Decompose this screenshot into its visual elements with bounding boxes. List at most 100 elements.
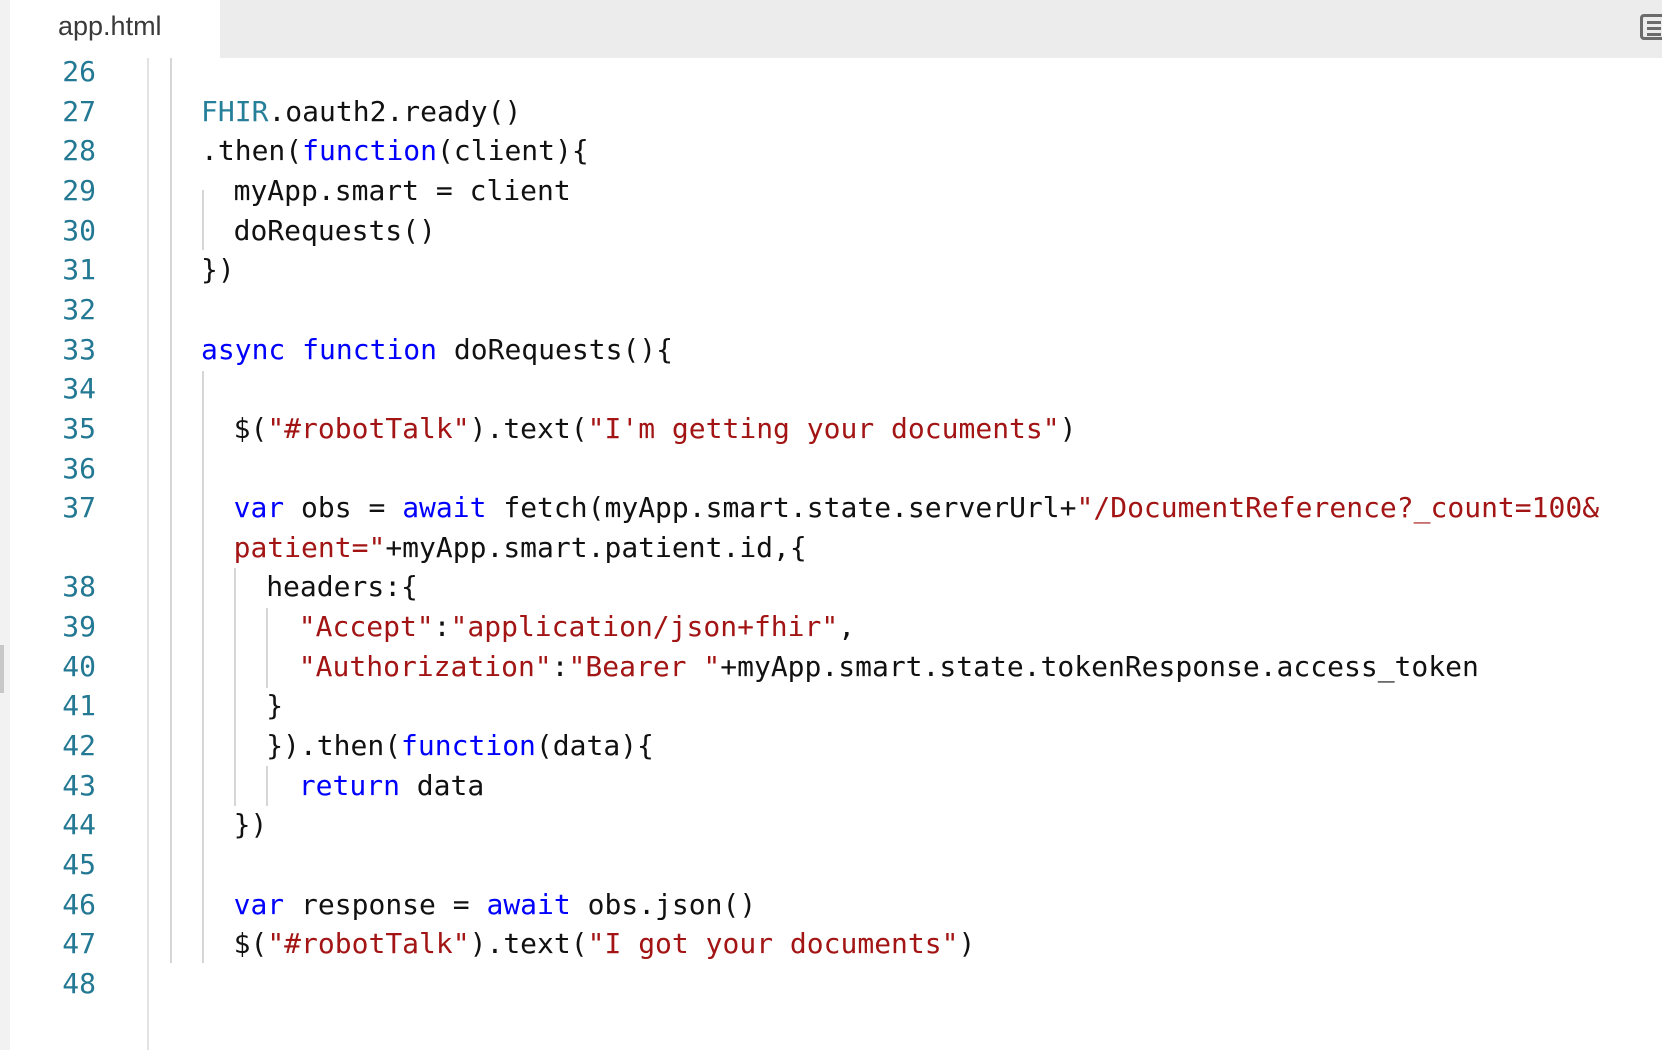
code-text: }) <box>234 804 268 846</box>
code-token: ) <box>958 927 976 961</box>
line-number: 32 <box>62 292 96 326</box>
code-token: obs = <box>284 491 403 525</box>
code-line[interactable]: 39 "Accept":"application/json+fhir", <box>10 606 1662 648</box>
code-token <box>285 333 302 366</box>
line-number: 28 <box>62 134 96 168</box>
code-line[interactable]: 27 FHIR.oauth2.ready() <box>10 91 1662 133</box>
code-line[interactable]: 47 $("#robotTalk").text("I got your docum… <box>10 923 1662 965</box>
code-token: "/DocumentReference?_count=100& <box>1076 491 1600 525</box>
code-token: : <box>433 610 451 644</box>
code-text: doRequests() <box>234 210 436 252</box>
code-line[interactable]: patient="+myApp.smart.patient.id,{ <box>10 527 1662 569</box>
code-token: var <box>233 887 285 921</box>
code-token: "I'm getting your documents" <box>587 411 1060 445</box>
code-line[interactable]: 26 <box>10 58 1662 93</box>
line-number: 31 <box>62 253 96 287</box>
line-number: 40 <box>62 649 96 683</box>
code-token: } <box>266 689 284 723</box>
code-text: } <box>266 685 283 727</box>
line-number: 36 <box>62 451 96 485</box>
code-token: ) <box>1059 411 1077 445</box>
code-line[interactable]: 43 return data <box>10 765 1662 807</box>
code-token: function <box>401 729 536 763</box>
code-token: .oauth2.ready() <box>268 94 522 128</box>
code-line[interactable]: 35 $("#robotTalk").text("I'm getting your… <box>10 408 1662 450</box>
code-token: ).text( <box>469 411 588 445</box>
code-token: $( <box>233 927 268 961</box>
code-token: "I got your documents" <box>587 927 959 961</box>
code-token: (client){ <box>437 134 589 168</box>
code-token: response = <box>284 887 487 921</box>
line-number: 47 <box>62 927 96 961</box>
code-token: .then( <box>201 134 303 168</box>
code-text: return data <box>299 765 484 807</box>
scroll-indicator[interactable] <box>0 645 4 693</box>
code-token: obs.json() <box>570 887 757 921</box>
code-token: await <box>402 491 487 525</box>
line-number: 27 <box>62 94 96 128</box>
code-token: function <box>302 332 438 366</box>
indent-guide-line <box>202 190 204 250</box>
code-text: }).then(function(data){ <box>266 725 654 767</box>
line-number: 46 <box>62 887 96 921</box>
code-line[interactable]: 45 <box>10 844 1662 886</box>
tab-app-html[interactable]: app.html <box>10 0 220 58</box>
code-token: }) <box>201 253 235 287</box>
code-line[interactable]: 34 <box>10 368 1662 410</box>
code-token: headers:{ <box>266 570 418 604</box>
code-token: (data){ <box>535 729 654 763</box>
code-text: FHIR.oauth2.ready() <box>201 91 521 133</box>
code-line[interactable]: 46 var response = await obs.json() <box>10 884 1662 926</box>
code-text: headers:{ <box>266 566 418 608</box>
code-line[interactable]: 28 .then(function(client){ <box>10 130 1662 172</box>
code-line[interactable]: 36 <box>10 448 1662 490</box>
code-token: doRequests(){ <box>437 332 674 366</box>
code-text: patient="+myApp.smart.patient.id,{ <box>234 527 807 569</box>
code-line[interactable]: 32 <box>10 289 1662 331</box>
code-text: "Authorization":"Bearer "+myApp.smart.st… <box>299 646 1479 688</box>
code-token: "Bearer " <box>568 649 721 683</box>
line-number: 43 <box>62 768 96 802</box>
code-token: }) <box>233 808 268 842</box>
indent-guide-line <box>234 568 236 806</box>
code-text: .then(function(client){ <box>201 130 589 172</box>
code-line[interactable]: 44}) <box>10 804 1662 846</box>
line-number: 37 <box>62 491 96 525</box>
indent-guide-line <box>266 608 268 688</box>
code-line[interactable]: 42 }).then(function(data){ <box>10 725 1662 767</box>
code-token: $( <box>233 411 268 445</box>
code-text: $("#robotTalk").text("I got your documen… <box>234 923 976 965</box>
indent-guide-line <box>170 58 172 963</box>
code-text: }) <box>201 249 235 291</box>
code-token: await <box>486 887 571 921</box>
line-number: 48 <box>62 966 96 1000</box>
line-number: 33 <box>62 332 96 366</box>
code-token: function <box>302 134 438 168</box>
code-token: : <box>551 649 569 683</box>
line-number: 26 <box>62 58 96 88</box>
code-line[interactable]: 31}) <box>10 249 1662 291</box>
code-line[interactable]: 40 "Authorization":"Bearer "+myApp.smart.… <box>10 646 1662 688</box>
indent-guide-line <box>202 371 204 963</box>
line-number: 44 <box>62 808 96 842</box>
indent-guide-line <box>266 766 268 806</box>
code-text: "Accept":"application/json+fhir", <box>299 606 855 648</box>
code-line[interactable]: 48 <box>10 963 1662 1005</box>
gutter-divider <box>147 58 149 1050</box>
line-number: 39 <box>62 610 96 644</box>
code-line[interactable]: 41} <box>10 685 1662 727</box>
code-token: "application/json+fhir" <box>450 610 839 644</box>
line-number: 35 <box>62 411 96 445</box>
panel-toggle-icon[interactable] <box>1640 14 1662 40</box>
code-text: $("#robotTalk").text("I'm getting your d… <box>234 408 1077 450</box>
code-token: data <box>399 768 485 802</box>
code-token: patient=" <box>233 530 386 564</box>
line-number: 45 <box>62 848 96 881</box>
line-number: 42 <box>62 729 96 763</box>
